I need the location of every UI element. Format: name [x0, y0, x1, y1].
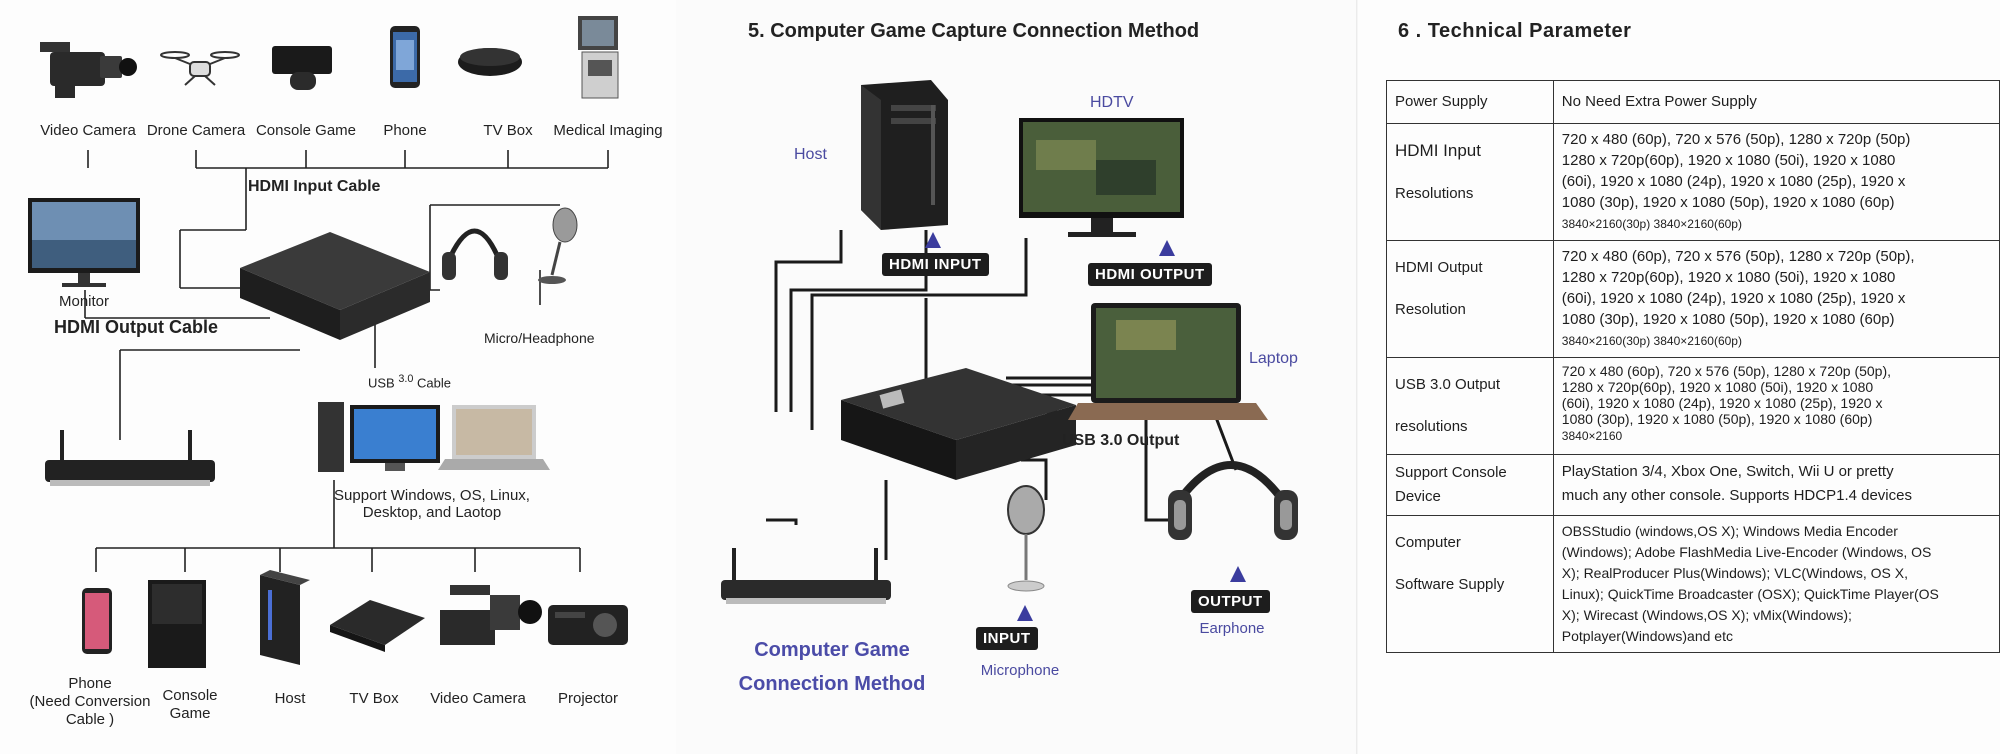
microphone-icon: [538, 207, 578, 284]
capture-box-icon: [841, 368, 1076, 480]
microphone-label: Microphone: [980, 662, 1060, 679]
hdmi-output-tag: HDMI OUTPUT: [1088, 263, 1212, 286]
spec-key: Power Supply: [1386, 80, 1554, 124]
microphone-icon: [1007, 485, 1045, 592]
device-label: Phone: [383, 122, 427, 139]
device-label: Video Camera: [40, 122, 136, 139]
host-icon: [861, 80, 948, 230]
hdtv-label: HDTV: [1090, 94, 1134, 111]
capture-box-icon: [240, 232, 430, 340]
headphone-icon: [1168, 461, 1298, 540]
input-arrow-icon: [925, 232, 941, 248]
game-capture-panel: 5. Computer Game Capture Connection Meth…: [676, 0, 1356, 754]
technical-parameter-panel: 6 . Technical Parameter Power Supply No …: [1356, 0, 2000, 754]
host-icon: [260, 570, 310, 665]
monitor-icon: [28, 198, 140, 287]
console-icon: [272, 46, 332, 90]
usb-cable-label: USB 3.0 Cable: [368, 373, 452, 391]
device-label: TV Box: [483, 122, 533, 139]
phone-icon: [82, 588, 112, 654]
device-label: TV Box: [349, 690, 399, 707]
headphone-icon: [442, 228, 508, 280]
input-tag: INPUT: [976, 627, 1038, 650]
router-icon: [721, 548, 891, 604]
tv-box-icon: [458, 48, 522, 76]
output-arrow-icon: [1230, 566, 1246, 582]
tv-box-icon: [330, 600, 425, 652]
spec-value: 720 x 480 (60p), 720 x 576 (50p), 1280 x…: [1552, 357, 2000, 455]
spec-value: 720 x 480 (60p), 720 x 576 (50p), 1280 x…: [1552, 123, 2000, 241]
device-label: Drone Camera: [146, 122, 246, 139]
section-title: 5. Computer Game Capture Connection Meth…: [748, 20, 1200, 42]
usb-output-label: USB 3.0 Output: [1062, 432, 1180, 449]
earphone-label: Earphone: [1199, 620, 1265, 637]
support-os-label: Support Windows, OS, Linux,Desktop, and …: [334, 487, 530, 521]
projector-icon: [548, 605, 628, 645]
hdmi-input-cable-label: HDMI Input Cable: [248, 178, 381, 195]
hdtv-icon: [1019, 118, 1184, 237]
video-camera-icon: [440, 585, 542, 645]
phone-icon: [390, 26, 420, 88]
spec-value: No Need Extra Power Supply: [1552, 80, 2000, 124]
desktop-laptop-icon: [318, 402, 550, 472]
page-fold: [1356, 0, 1358, 754]
spec-value: OBSStudio (windows,OS X); Windows Media …: [1552, 515, 2000, 653]
table-row: Power Supply No Need Extra Power Supply: [1386, 80, 2000, 124]
connection-diagram: [721, 80, 1298, 604]
medical-imaging-icon: [578, 16, 619, 99]
hdmi-input-tag: HDMI INPUT: [882, 253, 989, 276]
device-label: Medical Imaging: [553, 122, 663, 139]
video-camera-icon: [40, 42, 137, 98]
console-icon: [148, 580, 206, 668]
input-arrow-icon: [1017, 605, 1033, 621]
laptop-label: Laptop: [1249, 350, 1298, 367]
section-title: 6 . Technical Parameter: [1398, 20, 1632, 42]
micro-headphone-label: Micro/Headphone: [484, 330, 595, 346]
router-icon: [45, 430, 215, 486]
hdmi-output-cable-label: HDMI Output Cable: [54, 317, 218, 337]
spec-value: 720 x 480 (60p), 720 x 576 (50p), 1280 x…: [1552, 240, 2000, 358]
connection-overview-panel: Video Camera Drone Camera Console Game P…: [0, 0, 676, 754]
spec-value: PlayStation 3/4, Xbox One, Switch, Wii U…: [1552, 454, 2000, 516]
device-label: Projector: [557, 690, 619, 707]
spec-table: Power Supply No Need Extra Power Supply …: [1386, 80, 2000, 653]
drone-icon: [160, 51, 240, 86]
device-label: Host: [274, 690, 306, 707]
host-label: Host: [794, 146, 827, 163]
laptop-icon: [1068, 303, 1268, 420]
monitor-label: Monitor: [58, 293, 110, 310]
device-label: Video Camera: [430, 690, 526, 707]
output-arrow-icon: [1159, 240, 1175, 256]
device-label: Console Game: [255, 122, 357, 139]
output-tag: OUTPUT: [1191, 590, 1270, 613]
overview-diagram: [28, 16, 628, 668]
